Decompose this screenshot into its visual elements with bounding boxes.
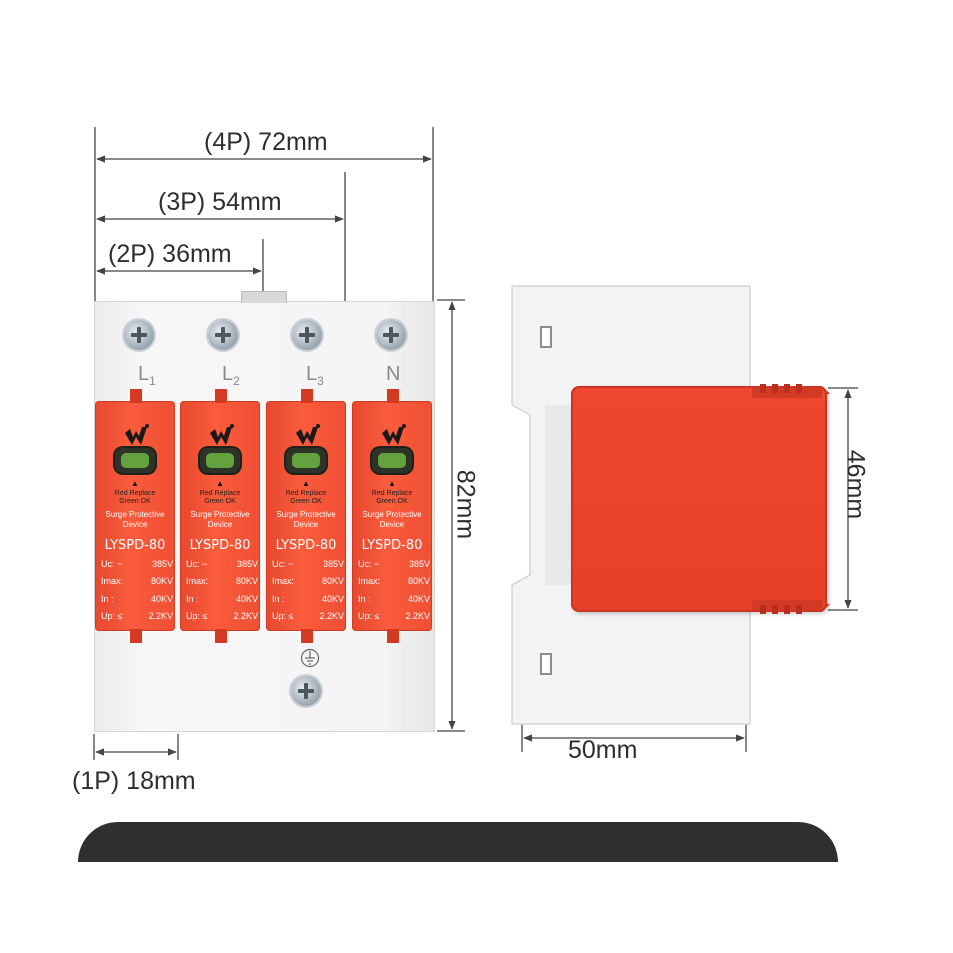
ground-icon — [300, 648, 320, 668]
spec-row: Up: ≤2.2KV — [272, 611, 344, 621]
indicator-text: Red Replace — [199, 490, 241, 497]
indicator-text: Red Replace — [285, 490, 327, 497]
spec-row: Imax:80KV — [186, 576, 258, 586]
module-l3: ▲ Red Replace Green OK Surge Protective … — [266, 389, 346, 643]
indicator-text: Green OK — [119, 498, 151, 505]
ground-screw-icon — [291, 676, 321, 706]
brand-logo-icon — [125, 424, 149, 445]
side-slot-bottom — [540, 653, 552, 675]
status-indicator-window — [286, 448, 326, 473]
spec-row: In :40KV — [358, 594, 430, 604]
dimension-side-width: 50mm — [568, 736, 638, 764]
spec-row: Up: ≤2.2KV — [186, 611, 258, 621]
indicator-text: Green OK — [376, 498, 408, 505]
model-name: LYSPD-80 — [189, 538, 251, 553]
device-type: Device — [122, 520, 148, 529]
status-indicator-window — [372, 448, 412, 473]
spec-row: Uc: ~385V — [358, 559, 430, 569]
spec-row: Uc: ~385V — [101, 559, 173, 569]
bottom-banner — [78, 822, 838, 862]
status-indicator-window — [115, 448, 155, 473]
spec-row: Uc: ~385V — [272, 559, 344, 569]
indicator-text: Green OK — [204, 498, 236, 505]
dimension-3p: (3P) 54mm — [158, 188, 282, 216]
terminal-screw-icon — [124, 320, 154, 350]
model-name: LYSPD-80 — [361, 538, 423, 553]
spec-row: Up: ≤2.2KV — [358, 611, 430, 621]
pole-label-l2: L2 — [222, 363, 240, 388]
spec-row: Imax:80KV — [358, 576, 430, 586]
side-slot-top — [540, 326, 552, 348]
spec-row: In :40KV — [272, 594, 344, 604]
spec-row: Imax:80KV — [101, 576, 173, 586]
device-type: Surge Protective — [276, 510, 336, 519]
terminal-screw-icon — [376, 320, 406, 350]
arrow-up-icon: ▲ — [216, 479, 224, 488]
spec-row: Uc: ~385V — [186, 559, 258, 569]
top-rail-tab — [241, 291, 287, 303]
arrow-up-icon: ▲ — [302, 479, 310, 488]
module-l1: ▲ Red Replace Green OK Surge Protective … — [95, 389, 175, 643]
spec-row: In :40KV — [186, 594, 258, 604]
brand-logo-icon — [210, 424, 234, 445]
pole-label-l1: L1 — [138, 363, 156, 388]
status-indicator-window — [200, 448, 240, 473]
brand-logo-icon — [296, 424, 320, 445]
model-name: LYSPD-80 — [275, 538, 337, 553]
spec-row: In :40KV — [101, 594, 173, 604]
dimension-1p: (1P) 18mm — [72, 767, 196, 795]
indicator-text: Green OK — [290, 498, 322, 505]
device-type: Device — [379, 520, 405, 529]
dimension-2p: (2P) 36mm — [108, 240, 232, 268]
side-vent-icon — [752, 384, 822, 398]
device-type: Surge Protective — [362, 510, 422, 519]
device-type: Surge Protective — [190, 510, 250, 519]
indicator-text: Red Replace — [114, 490, 156, 497]
dimension-4p: (4P) 72mm — [204, 128, 328, 156]
arrow-up-icon: ▲ — [388, 479, 396, 488]
pole-label-l3: L3 — [306, 363, 324, 388]
indicator-text: Red Replace — [371, 490, 413, 497]
device-type: Device — [207, 520, 233, 529]
arrow-up-icon: ▲ — [131, 479, 139, 488]
brand-logo-icon — [382, 424, 406, 445]
side-vent-icon — [752, 600, 822, 614]
spec-row: Imax:80KV — [272, 576, 344, 586]
side-module-block — [571, 386, 827, 612]
device-type: Surge Protective — [105, 510, 165, 519]
module-l2: ▲ Red Replace Green OK Surge Protective … — [180, 389, 260, 643]
module-n: ▲ Red Replace Green OK Surge Protective … — [352, 389, 432, 643]
terminal-screw-icon — [292, 320, 322, 350]
spec-row: Up: ≤2.2KV — [101, 611, 173, 621]
model-name: LYSPD-80 — [104, 538, 166, 553]
pole-label-n: N — [386, 363, 401, 385]
terminal-screw-icon — [208, 320, 238, 350]
device-type: Device — [293, 520, 319, 529]
